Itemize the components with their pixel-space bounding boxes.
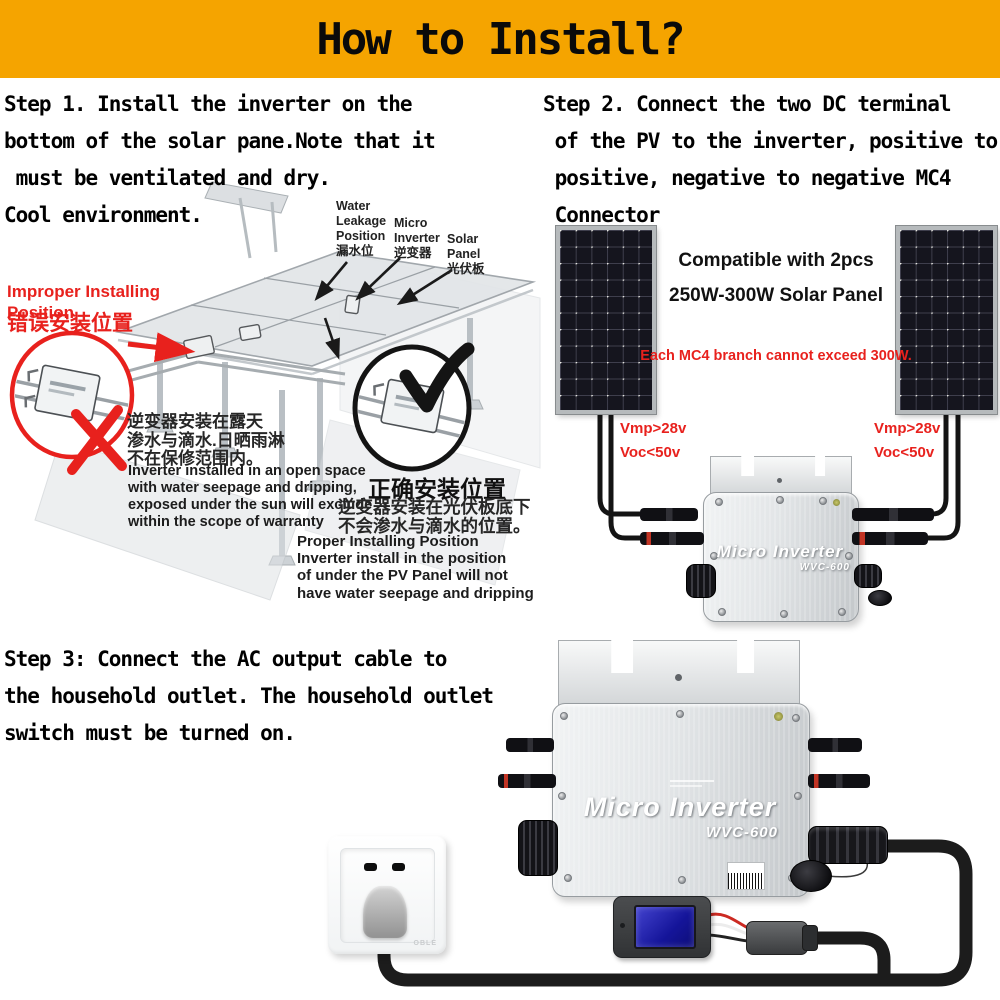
inverter-model-text: WVC-600 [705, 824, 778, 841]
inverter-brand-text: Micro Inverter [583, 792, 777, 822]
page-title: How to Install? [316, 14, 685, 65]
screw [780, 610, 788, 618]
improper-note-en: Inverter installed in an open space with… [128, 463, 373, 530]
step2-instructions: Step 2. Connect the two DC terminal of t… [543, 92, 998, 227]
screw [710, 552, 718, 560]
check-mark [399, 342, 475, 413]
micro-inverter-mid: Micro Inverter WVC-600 [640, 452, 960, 627]
power-meter [613, 896, 711, 958]
mounting-plate [710, 456, 852, 496]
outlet-face [340, 848, 435, 943]
label-arrows [314, 257, 453, 360]
water-leakage-label: Water Leakage Position 漏水位 [336, 199, 387, 258]
screw [564, 874, 572, 882]
socket-hole-right [392, 863, 405, 871]
screw [792, 714, 800, 722]
connector-cap [868, 590, 892, 606]
inverter-brand-text: Micro Inverter [716, 542, 844, 561]
proper-magnifier [352, 342, 475, 472]
solar-panel-left [555, 225, 657, 415]
ac-port-connector [854, 564, 882, 588]
mc4-connector [852, 532, 928, 545]
panel-right-spec: Vmp>28v Voc<50v [874, 420, 941, 461]
improper-magnifier [9, 330, 135, 475]
improper-position-label-zh: 错误安装位置 [7, 312, 133, 335]
ac-output-connector [808, 826, 888, 864]
mc4-connector [808, 738, 862, 752]
connector-cap [790, 860, 832, 892]
screw [819, 497, 827, 505]
improper-arrow [127, 332, 196, 363]
mc4-connector [808, 774, 870, 788]
mc4-connector [506, 738, 554, 752]
mc4-connector [852, 508, 934, 521]
outlet-brand-text: OBLE [413, 940, 437, 947]
plate-hole [675, 674, 682, 681]
meter-lcd-screen [634, 905, 696, 949]
screw [794, 792, 802, 800]
screw [845, 552, 853, 560]
proper-position-title-zh: 正确安装位置 [368, 476, 506, 502]
meter-wires [708, 912, 749, 943]
screw [558, 792, 566, 800]
screw [715, 498, 723, 506]
screw [678, 876, 686, 884]
compatible-line2: 250W-300W Solar Panel [669, 285, 883, 306]
mc4-connector [640, 532, 704, 545]
barcode-label [727, 862, 765, 890]
step1-instructions: Step 1. Install the inverter on the bott… [4, 92, 436, 227]
inline-connector-end [802, 925, 818, 951]
screw [560, 712, 568, 720]
improper-note-zh: 逆变器安装在露天 渗水与滴水.日晒雨淋 不在保修范围内。 [127, 412, 285, 468]
ac-cable [377, 839, 973, 987]
mc4-connector [640, 508, 698, 521]
header-banner: How to Install? [0, 0, 1000, 78]
meter-hole [620, 923, 625, 928]
mc4-warning: Each MC4 branch cannot exceed 300W. [640, 348, 912, 364]
inverter-spec-markings [670, 780, 714, 782]
ac-port-knob [686, 564, 716, 598]
solar-panel-right [895, 225, 998, 415]
micro-inverter-large: Micro Inverter WVC-600 [498, 634, 900, 897]
wall-outlet: OBLE [328, 836, 446, 954]
ac-plug [363, 886, 407, 938]
mc4-connector [498, 774, 556, 788]
plate-hole [777, 478, 782, 483]
solar-panel-label: Solar Panel 光伏板 [447, 232, 485, 276]
mounting-plate [558, 640, 800, 706]
screw [776, 496, 784, 504]
status-led [833, 499, 840, 506]
status-led [774, 712, 783, 721]
micro-inverter-label: Micro Inverter 逆变器 [394, 216, 440, 260]
improper-position-label-en: Improper Installing Position [7, 282, 161, 322]
screw [718, 608, 726, 616]
panel-left-spec: Vmp>28v Voc<50v [620, 420, 687, 461]
proper-note-en: Proper Installing Position Inverter inst… [297, 533, 534, 602]
socket-hole-left [364, 863, 377, 871]
compatible-line1: Compatible with 2pcs [678, 250, 874, 271]
inverter-spec-markings [670, 785, 702, 787]
inverter-model-text: WVC-600 [799, 562, 850, 573]
red-x-mark [67, 405, 127, 475]
proper-note-zh: 逆变器安装在光伏板底下 不会渗水与滴水的位置。 [338, 497, 531, 536]
screw [676, 710, 684, 718]
inverter-body [703, 492, 859, 622]
step3-instructions: Step 3: Connect the AC output cable to t… [4, 647, 494, 745]
screw [838, 608, 846, 616]
inline-connector [746, 921, 808, 955]
ac-port-knob [518, 820, 558, 876]
